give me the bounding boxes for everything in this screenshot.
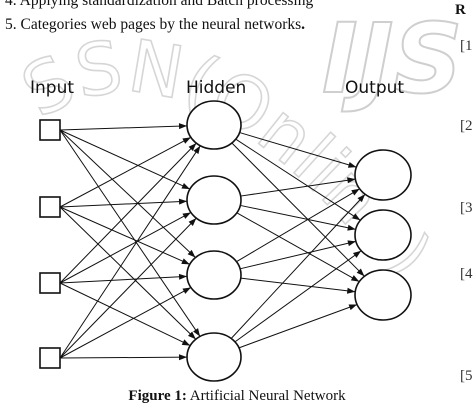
edge-input-3-to-hidden-2: [59, 212, 192, 284]
edge-hidden-1-to-output-3: [231, 142, 365, 277]
edge-input-4-to-hidden-1: [59, 145, 201, 359]
edge-input-1-to-hidden-4: [59, 129, 201, 337]
output-node-3: [354, 269, 412, 321]
output-layer-label: Output: [345, 78, 404, 98]
edge-hidden-4-to-output-2: [234, 250, 362, 343]
reference-mark-2: [2: [460, 118, 473, 134]
edge-hidden-4-to-output-3: [238, 304, 358, 349]
output-node-2: [354, 209, 412, 261]
edge-hidden-4-to-output-1: [230, 193, 366, 339]
input-node-2: [39, 196, 61, 218]
edge-input-2-to-hidden-1: [59, 136, 192, 208]
list-item-5-period: .: [301, 16, 306, 33]
edge-hidden-1-to-output-2: [235, 138, 361, 221]
hidden-node-2: [186, 175, 242, 225]
figure-caption-label: Figure 1:: [128, 388, 187, 404]
edge-hidden-3-to-output-2: [239, 240, 357, 270]
adjacent-column-fragment: R [1 [2 [3 [4 [5: [452, 0, 474, 409]
edge-input-3-to-hidden-1: [59, 142, 197, 284]
references-heading-fragment: R: [455, 2, 466, 18]
connection-lines: [59, 123, 366, 361]
list-item-5-text: 5. Categories web pages by the neural ne…: [5, 16, 302, 33]
input-node-4: [39, 347, 61, 369]
edge-input-2-to-hidden-4: [59, 206, 197, 340]
neural-network-diagram: Input Hidden Output: [30, 78, 412, 382]
edge-input-3-to-hidden-4: [59, 282, 191, 347]
input-layer-label: Input: [30, 78, 74, 98]
output-node-1: [354, 149, 412, 201]
edge-input-1-to-hidden-1: [59, 123, 188, 131]
reference-mark-5: [5: [460, 368, 473, 384]
input-node-3: [39, 272, 61, 294]
figure-caption: Figure 1: Artificial Neural Network: [0, 388, 474, 405]
edge-hidden-3-to-output-3: [240, 277, 356, 294]
edge-input-1-to-hidden-2: [59, 129, 191, 190]
edge-input-1-to-hidden-3: [59, 129, 196, 258]
edge-input-4-to-hidden-2: [59, 217, 197, 359]
input-node-1: [39, 119, 61, 141]
edge-input-4-to-hidden-3: [59, 287, 192, 359]
edge-input-2-to-hidden-2: [59, 198, 188, 208]
edge-hidden-3-to-output-1: [236, 188, 360, 263]
hidden-node-3: [186, 250, 242, 300]
network-nodes: [39, 100, 412, 382]
reference-mark-1: [1: [460, 38, 473, 54]
edge-input-3-to-hidden-3: [59, 273, 188, 284]
reference-mark-4: [4: [460, 266, 473, 282]
hidden-node-1: [186, 100, 242, 150]
reference-mark-3: [3: [460, 200, 473, 216]
list-item-5: 5. Categories web pages by the neural ne…: [5, 16, 305, 34]
edge-hidden-1-to-output-1: [239, 132, 357, 168]
hidden-layer-label: Hidden: [186, 78, 246, 98]
hidden-node-4: [186, 332, 242, 382]
edge-hidden-2-to-output-3: [236, 212, 360, 283]
edge-hidden-2-to-output-1: [240, 177, 356, 197]
edge-input-2-to-hidden-3: [59, 206, 191, 265]
edge-input-4-to-hidden-4: [59, 354, 188, 361]
figure-caption-text: Artificial Neural Network: [186, 388, 346, 404]
list-item-4: 4. Applying standardization and Batch pr…: [5, 0, 314, 9]
